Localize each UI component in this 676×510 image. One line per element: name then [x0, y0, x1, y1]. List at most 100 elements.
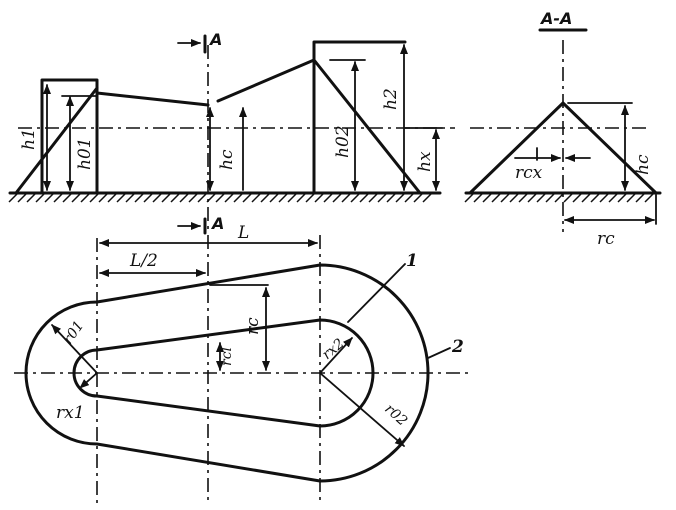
label-section-mark-bottom: A	[210, 214, 224, 233]
hatch-stroke	[404, 192, 415, 203]
label-rc-plan: rc	[243, 317, 263, 335]
hatch-stroke	[80, 192, 91, 203]
section-ground-hatching	[464, 192, 655, 203]
hatch-stroke	[599, 192, 610, 203]
hatch-stroke	[518, 192, 529, 203]
label-hc-section: hc	[633, 154, 653, 175]
label-section-mark-top: A	[208, 30, 222, 49]
label-rx2: rx2	[319, 336, 347, 363]
hatch-stroke	[53, 192, 64, 203]
hatch-stroke	[287, 192, 298, 203]
hatch-stroke	[359, 192, 370, 203]
hatch-stroke	[233, 192, 244, 203]
hatch-stroke	[368, 192, 379, 203]
callout-1: 1	[406, 251, 418, 271]
inner-contour	[72, 318, 375, 428]
hatch-stroke	[473, 192, 484, 203]
hatch-stroke	[314, 192, 325, 203]
left-stack-slope	[14, 86, 99, 195]
hatch-stroke	[269, 192, 280, 203]
hatch-stroke	[617, 192, 628, 203]
hatch-stroke	[422, 192, 433, 203]
hatch-stroke	[116, 192, 127, 203]
pile-top-right	[216, 58, 316, 103]
hatch-stroke	[98, 192, 109, 203]
dim-r01	[51, 324, 98, 374]
hatch-stroke	[251, 192, 262, 203]
hatch-stroke	[8, 192, 19, 203]
label-length: L	[237, 223, 249, 243]
outer-contour	[24, 263, 430, 483]
hatch-stroke	[509, 192, 520, 203]
label-half-length: L/2	[129, 251, 158, 271]
pile-top-left	[95, 91, 210, 107]
hatch-stroke	[527, 192, 538, 203]
hatch-stroke	[44, 192, 55, 203]
elevation-view: h1 h01 hc h02 h2 hx A	[8, 30, 455, 230]
hatch-stroke	[572, 192, 583, 203]
section-title: A-A	[539, 9, 572, 28]
hatch-stroke	[386, 192, 397, 203]
hatch-stroke	[35, 192, 46, 203]
label-hc-main: hc	[217, 149, 237, 170]
hatch-stroke	[71, 192, 82, 203]
hatch-stroke	[323, 192, 334, 203]
hatch-stroke	[89, 192, 100, 203]
hatch-stroke	[377, 192, 388, 203]
label-rx1: rx1	[56, 403, 85, 423]
hatch-stroke	[413, 192, 424, 203]
hatch-stroke	[545, 192, 556, 203]
hatch-stroke	[296, 192, 307, 203]
hatch-stroke	[26, 192, 37, 203]
hatch-stroke	[188, 192, 199, 203]
plan-view: A L L/2 rc rcl r01 rx1 rx2 r02 1 2	[14, 214, 470, 505]
hatch-stroke	[134, 192, 145, 203]
right-stack-outline	[312, 40, 407, 195]
callout-2: 2	[451, 337, 464, 357]
ground-hatching	[8, 192, 433, 203]
label-rc-section: rc	[597, 229, 615, 249]
hatch-stroke	[224, 192, 235, 203]
hatch-stroke	[143, 192, 154, 203]
label-r02: r02	[381, 401, 410, 429]
label-r01: r01	[60, 318, 87, 347]
label-h02: h02	[333, 125, 353, 158]
hatch-stroke	[635, 192, 646, 203]
label-h01: h01	[75, 137, 95, 170]
hatch-stroke	[179, 192, 190, 203]
hatch-stroke	[332, 192, 343, 203]
dim-rx2	[319, 337, 353, 374]
dim-r02	[319, 372, 405, 447]
callout-leader-2	[427, 347, 451, 359]
hatch-stroke	[350, 192, 361, 203]
hatch-stroke	[395, 192, 406, 203]
hatch-stroke	[260, 192, 271, 203]
label-h2: h2	[381, 88, 401, 110]
hatch-stroke	[590, 192, 601, 203]
hatch-stroke	[563, 192, 574, 203]
hatch-stroke	[161, 192, 172, 203]
hatch-stroke	[536, 192, 547, 203]
hatch-stroke	[170, 192, 181, 203]
hatch-stroke	[608, 192, 619, 203]
hatch-stroke	[626, 192, 637, 203]
hatch-stroke	[278, 192, 289, 203]
hatch-stroke	[62, 192, 73, 203]
hatch-stroke	[482, 192, 493, 203]
dim-rx1	[79, 372, 98, 389]
label-rcl: rcl	[219, 347, 235, 366]
left-stack-outline	[40, 78, 99, 195]
hatch-stroke	[491, 192, 502, 203]
hatch-stroke	[107, 192, 118, 203]
hatch-stroke	[341, 192, 352, 203]
hatch-stroke	[215, 192, 226, 203]
hatch-stroke	[197, 192, 208, 203]
label-h1: h1	[19, 128, 39, 150]
hatch-stroke	[125, 192, 136, 203]
hatch-stroke	[644, 192, 655, 203]
callout-leader-1	[347, 263, 406, 323]
hatch-stroke	[500, 192, 511, 203]
label-hx: hx	[415, 151, 435, 172]
hatch-stroke	[305, 192, 316, 203]
